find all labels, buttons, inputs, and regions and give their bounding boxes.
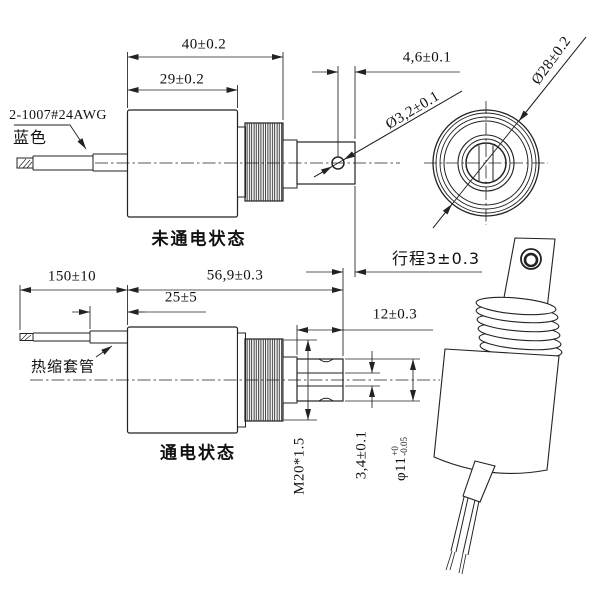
bottom-view-outline — [19, 326, 440, 434]
dim-sleeve-label: 25±5 — [164, 289, 198, 306]
dim-wire-length-label: 150±10 — [47, 268, 97, 285]
front-view-circles — [424, 36, 587, 229]
hole-dia-leader — [313, 90, 463, 178]
dim-protrusion-label: 12±0.3 — [372, 306, 418, 323]
top-view-dimensions — [127, 52, 482, 356]
dim-body-length-label: 29±0.2 — [159, 71, 205, 88]
slot-width-label: 3,4±0.1 — [353, 430, 370, 480]
dim-hole-to-end-label: 4,6±0.1 — [402, 49, 452, 66]
plunger-diameter-label: φ11 +0 -0.05 — [390, 436, 410, 482]
isometric-view — [433, 237, 563, 575]
thread-spec-label: M20*1.5 — [291, 437, 308, 495]
deenergized-caption: 未通电状态 — [151, 229, 247, 250]
energized-caption: 通电状态 — [160, 443, 236, 464]
stroke-dimension-label: 行程3±0.3 — [391, 249, 481, 268]
dim-total-length-label: 40±0.2 — [181, 36, 227, 53]
bottom-view-dimensions — [19, 285, 433, 421]
dim-total-extended-label: 56,9±0.3 — [206, 267, 264, 284]
wire-spec-label: 2-1007#24AWG — [9, 108, 107, 123]
top-view-outline — [16, 109, 400, 218]
heat-shrink-label: 热缩套管 — [30, 357, 96, 376]
heat-shrink-leader — [95, 345, 113, 358]
wire-color-label: 蓝色 — [12, 128, 48, 147]
plunger-diameter-tolerance: +0 -0.05 — [390, 436, 409, 456]
wire-spec-leader — [14, 124, 87, 150]
plunger-diameter-value: φ11 — [392, 456, 409, 482]
